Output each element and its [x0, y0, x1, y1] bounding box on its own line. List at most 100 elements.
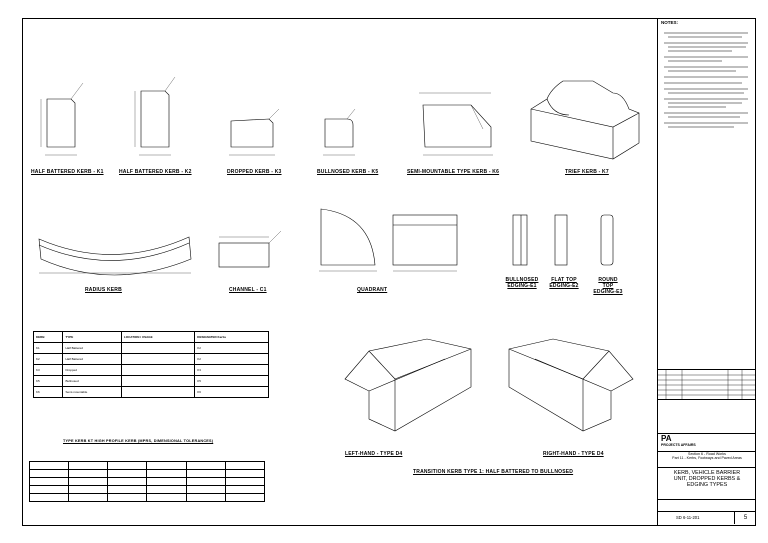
- kerb-k3-section: [229, 108, 280, 156]
- table-row: [28, 461, 266, 470]
- quadrant-drawing: [319, 208, 458, 272]
- table-cell: [28, 493, 70, 502]
- table-cell: K2: [194, 342, 269, 354]
- label-tolerances: TYPE KERB KT HIGH PROFILE KERB (MPRS, DI…: [63, 439, 214, 443]
- table-row: [28, 485, 266, 494]
- label-k7: TRIEF KERB - K7: [565, 169, 609, 175]
- label-k1: HALF BATTERED KERB - K1: [31, 169, 104, 175]
- tolerance-table: [28, 461, 266, 502]
- label-right-hand: RIGHT-HAND - TYPE D4: [543, 451, 604, 457]
- table-cell: [146, 461, 187, 470]
- table-cell: [68, 461, 109, 470]
- label-k6: SEMI-MOUNTABLE TYPE KERB - K6: [407, 169, 500, 175]
- notes-text-lines: [664, 32, 748, 128]
- table-cell: [146, 469, 187, 478]
- kerb-k5-section: [323, 108, 356, 156]
- table-cell: [146, 493, 187, 502]
- revision-block: [658, 369, 756, 400]
- kerb-usage-table: KERB TYPE LOCATION / USAGE DESIGNATED Ke…: [32, 331, 269, 398]
- org-block: PA PROJECTS AFFAIRS: [658, 433, 756, 452]
- table-cell: [185, 477, 226, 486]
- drawing-title: KERB, VEHICLE BARRIER UNIT, DROPPED KERB…: [673, 470, 741, 488]
- label-edging-e2: FLAT TOP EDGING-E2: [549, 277, 579, 289]
- table-cell: K5: [194, 375, 269, 387]
- table-cell: K3: [32, 364, 64, 376]
- table-header: KERB: [32, 331, 64, 343]
- label-edging-e1: BULLNOSED EDGING-E1: [505, 277, 539, 289]
- table-cell: [120, 375, 196, 387]
- drawing-title-block: KERB, VEHICLE BARRIER UNIT, DROPPED KERB…: [658, 467, 756, 500]
- table-cell: [146, 485, 187, 494]
- table-row: [28, 469, 266, 478]
- label-left-hand: LEFT-HAND - TYPE D4: [345, 451, 403, 457]
- radius-kerb-drawing: [38, 236, 192, 276]
- table-cell: [185, 485, 226, 494]
- table-cell: [224, 477, 266, 486]
- table-cell: [224, 469, 266, 478]
- table-cell: [224, 461, 266, 470]
- table-cell: [107, 493, 148, 502]
- drawing-number: SD 6-11-201: [676, 515, 700, 520]
- table-cell: [120, 386, 196, 398]
- kerb-k6-section: [419, 92, 493, 156]
- table-cell: Semi-mountable: [62, 386, 122, 398]
- label-quadrant: QUADRANT: [357, 287, 388, 293]
- table-cell: K2: [194, 353, 269, 365]
- org-subtitle: PROJECTS AFFAIRS: [661, 443, 696, 447]
- part-text: Part 11 - Kerbs, Footways and Paved Area…: [672, 456, 742, 460]
- table-cell: K5: [32, 375, 64, 387]
- table-cell: [120, 342, 196, 354]
- notes-title: NOTES:: [661, 20, 679, 25]
- table-cell: [120, 364, 196, 376]
- table-cell: K1: [32, 342, 64, 354]
- table-cell: [68, 469, 109, 478]
- table-header: DESIGNATED Kerbs: [194, 331, 269, 343]
- table-cell: [146, 477, 187, 486]
- drawing-sheet: HALF BATTERED KERB - K1 HALF BATTERED KE…: [22, 18, 756, 526]
- sheet-number: 5: [734, 512, 756, 524]
- table-cell: [28, 477, 70, 486]
- table-cell: [185, 493, 226, 502]
- table-cell: [28, 469, 70, 478]
- transition-kerb-left: [344, 338, 472, 432]
- table-cell: [28, 461, 70, 470]
- label-k5: BULLNOSED KERB - K5: [317, 169, 379, 175]
- date-block: [658, 499, 756, 508]
- label-k3: DROPPED KERB - K3: [227, 169, 282, 175]
- drawing-number-block: SD 6-11-201 5: [658, 511, 756, 526]
- table-cell: [224, 493, 266, 502]
- table-cell: [68, 493, 109, 502]
- table-cell: [185, 461, 226, 470]
- title-block-sidebar: NOTES: PA PROJECTS AFFAIRS Section 6: [657, 19, 756, 525]
- table-cell: K2: [32, 353, 64, 365]
- table-cell: [185, 469, 226, 478]
- revision-grid: [658, 370, 756, 400]
- table-cell: [68, 485, 109, 494]
- section-text: Section 6 - Road Works: [688, 452, 726, 456]
- table-row: [28, 477, 266, 486]
- table-cell: Dropped: [62, 364, 122, 376]
- table-header: TYPE: [62, 331, 122, 343]
- table-cell: K6: [32, 386, 64, 398]
- label-k2: HALF BATTERED KERB - K2: [119, 169, 192, 175]
- table-cell: [120, 353, 196, 365]
- kerb-k1-section: [40, 82, 84, 156]
- table-cell: K3: [194, 364, 269, 376]
- table-row: [28, 493, 266, 502]
- table-header: LOCATION / USAGE: [120, 331, 196, 343]
- table-cell: K6: [194, 386, 269, 398]
- label-edging-e3: ROUND TOP EDGING-E3: [593, 277, 623, 295]
- table-cell: Half Battered: [62, 353, 122, 365]
- technical-drawing-area: [38, 76, 640, 432]
- label-radius: RADIUS KERB: [85, 287, 122, 293]
- table-cell: [107, 477, 148, 486]
- authority-block: [658, 399, 756, 442]
- transition-kerb-right: [508, 338, 634, 432]
- table-cell: [107, 469, 148, 478]
- label-transition: TRANSITION KERB TYPE 1: HALF BATTERED TO…: [413, 469, 574, 475]
- org-logo: PA: [661, 434, 672, 443]
